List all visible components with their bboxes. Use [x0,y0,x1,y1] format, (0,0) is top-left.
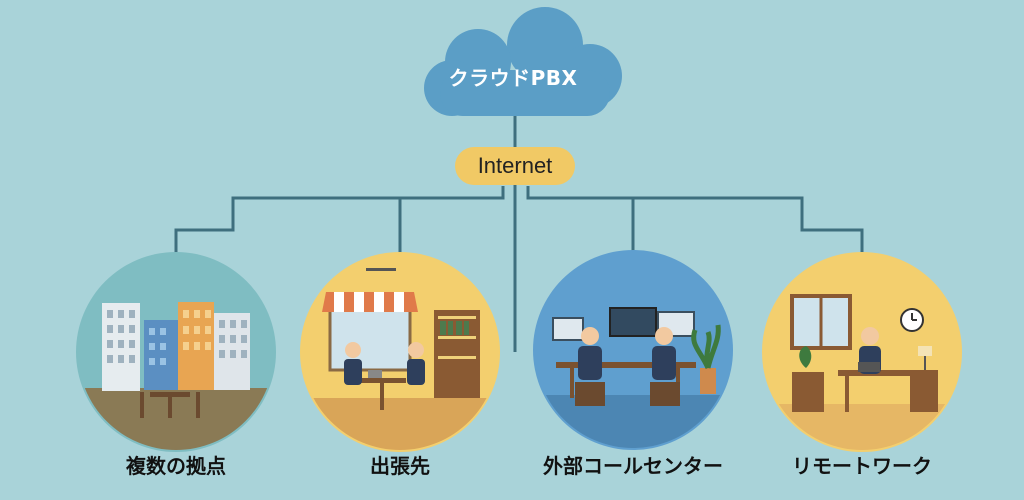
line-to-travel [398,196,503,256]
line-to-offices [174,186,505,256]
line-to-remote [528,196,864,256]
node-label-travel: 出張先 [370,454,430,478]
node-label-remote: リモートワーク [792,454,932,478]
node-label-callcenter: 外部コールセンター [543,454,723,478]
node-label-offices: 複数の拠点 [126,454,226,478]
cloud-pbx-label: クラウドPBX [448,66,578,90]
internet-label: Internet [477,153,553,178]
internet-badge: Internet [455,147,575,185]
